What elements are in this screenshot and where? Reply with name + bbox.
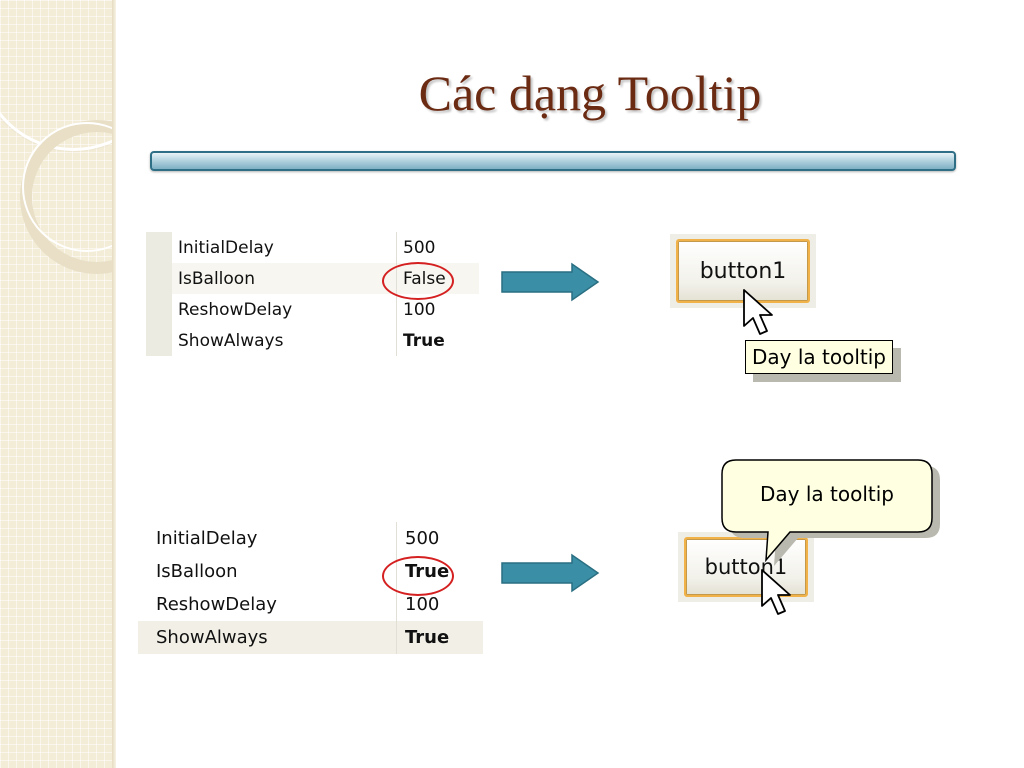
highlight-circle bbox=[382, 262, 454, 300]
property-value[interactable]: True bbox=[396, 325, 479, 356]
property-name: ShowAlways bbox=[138, 621, 397, 654]
property-name: ReshowDelay bbox=[172, 294, 397, 325]
property-grid-standard: InitialDelay 500 IsBalloon False ReshowD… bbox=[146, 232, 479, 356]
grid-gutter bbox=[146, 232, 172, 263]
property-value[interactable]: 500 bbox=[396, 522, 483, 555]
grid-gutter bbox=[146, 294, 172, 325]
property-row[interactable]: InitialDelay 500 bbox=[146, 232, 479, 263]
property-value[interactable]: 100 bbox=[396, 294, 479, 325]
left-band-edge bbox=[112, 0, 116, 768]
right-arrow-icon bbox=[501, 262, 600, 302]
property-row[interactable]: ReshowDelay 100 bbox=[146, 294, 479, 325]
grid-gutter bbox=[146, 263, 172, 294]
button1[interactable]: button1 bbox=[676, 239, 810, 303]
property-value[interactable]: True bbox=[396, 621, 483, 654]
property-row[interactable]: ShowAlways True bbox=[146, 325, 479, 356]
standard-tooltip: Day la tooltip bbox=[745, 340, 893, 374]
decorative-left-band bbox=[0, 0, 112, 768]
slide-title: Các dạng Tooltip bbox=[418, 65, 762, 121]
right-arrow-icon bbox=[501, 553, 600, 593]
property-name: InitialDelay bbox=[138, 522, 397, 555]
highlight-circle bbox=[382, 556, 454, 596]
property-name: IsBalloon bbox=[172, 263, 397, 294]
grid-gutter bbox=[146, 325, 172, 356]
property-name: InitialDelay bbox=[172, 232, 397, 263]
property-name: ShowAlways bbox=[172, 325, 397, 356]
property-name: IsBalloon bbox=[138, 555, 397, 588]
property-row[interactable]: InitialDelay 500 bbox=[138, 522, 483, 555]
title-underline-bar bbox=[150, 151, 956, 171]
mouse-cursor-icon bbox=[743, 289, 773, 335]
balloon-tooltip-text: Day la tooltip bbox=[760, 482, 894, 506]
balloon-tooltip bbox=[721, 459, 940, 566]
property-value[interactable]: 500 bbox=[396, 232, 479, 263]
button1[interactable]: button1 bbox=[684, 537, 808, 597]
property-row[interactable]: ShowAlways True bbox=[138, 621, 483, 654]
mouse-cursor-icon bbox=[761, 569, 791, 615]
property-name: ReshowDelay bbox=[138, 588, 397, 621]
